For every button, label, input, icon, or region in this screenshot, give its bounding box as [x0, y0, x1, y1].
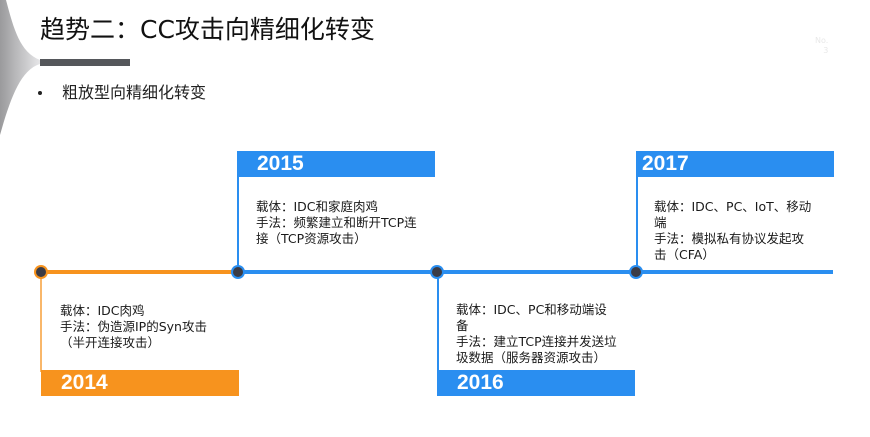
year-label-2015: 2015 — [237, 151, 435, 177]
year-label-2016: 2016 — [437, 370, 635, 396]
timeline-desc-2016: 载体：IDC、PC和移动端设 备 手法：建立TCP连接并发送垃 圾数据（服务器资… — [456, 302, 617, 365]
connector-2016 — [437, 272, 439, 372]
timeline-segment-2015-2017 — [238, 270, 833, 274]
timeline-dot-2017 — [631, 267, 641, 277]
bullet-item: 粗放型向精细化转变 — [38, 82, 206, 104]
bullet-icon — [38, 90, 42, 95]
decorative-curve — [0, 0, 40, 135]
timeline-desc-2015: 载体：IDC和家庭肉鸡 手法：频繁建立和断开TCP连 接（TCP资源攻击） — [256, 199, 417, 246]
timeline-desc-2014: 载体：IDC肉鸡 手法：伪造源IP的Syn攻击 （半开连接攻击） — [60, 303, 207, 350]
connector-2015 — [237, 151, 239, 272]
page-title: 趋势二：CC攻击向精细化转变 — [40, 15, 375, 44]
year-label-2014: 2014 — [41, 370, 239, 396]
connector-2014 — [40, 272, 42, 372]
bullet-text: 粗放型向精细化转变 — [62, 83, 207, 102]
title-underline — [40, 59, 130, 66]
timeline-desc-2017: 载体：IDC、PC、IoT、移动 端 手法：模拟私有协议发起攻 击（CFA） — [654, 199, 812, 262]
timeline-dot-2014 — [36, 267, 46, 277]
timeline-dot-2015 — [233, 267, 243, 277]
connector-2017 — [636, 151, 638, 272]
timeline-segment-2014 — [40, 270, 238, 274]
timeline-dot-2016 — [432, 267, 442, 277]
page-number-watermark: No. 3 — [815, 36, 829, 55]
year-label-2017: 2017 — [636, 151, 834, 177]
